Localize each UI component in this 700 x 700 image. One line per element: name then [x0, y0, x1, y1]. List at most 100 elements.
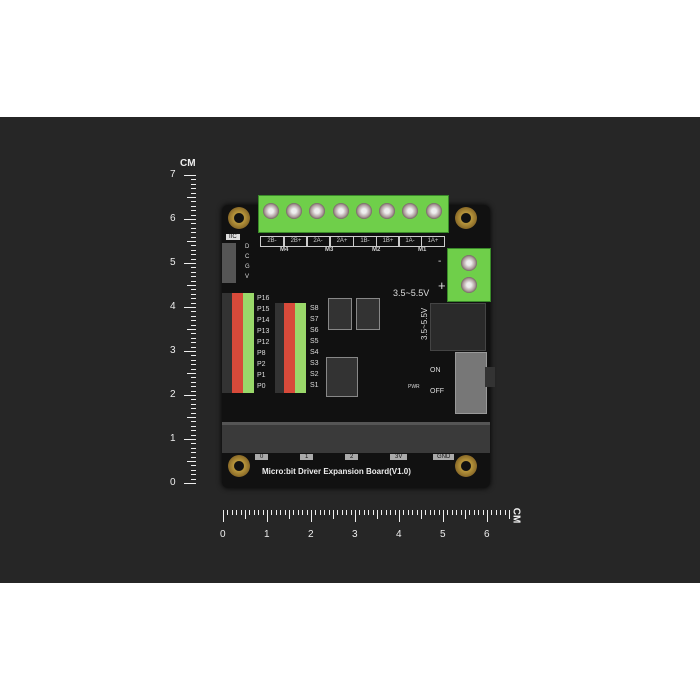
ruler-tick — [191, 276, 196, 278]
ruler-tick — [191, 320, 196, 322]
ruler-tick — [478, 510, 480, 515]
vertical-ruler-label: 3 — [170, 345, 176, 356]
ruler-tick — [191, 179, 196, 181]
terminal-label: 2B+ — [284, 236, 308, 247]
motor-label: M2 — [372, 247, 381, 253]
ruler-tick — [191, 324, 196, 326]
voltage-label-vertical: 3.5~5.5V — [420, 307, 429, 340]
ruler-tick — [425, 510, 427, 515]
ruler-tick — [456, 510, 458, 515]
ruler-tick — [394, 510, 396, 515]
signal-header — [243, 293, 254, 393]
horizontal-ruler-label: 4 — [396, 529, 402, 540]
ruler-tick — [191, 342, 196, 344]
ruler-tick — [443, 510, 444, 522]
pwr-label: PWR — [408, 384, 420, 390]
ruler-tick — [346, 510, 348, 515]
mounting-hole — [455, 207, 477, 229]
horizontal-ruler-label: 1 — [264, 529, 270, 540]
ruler-tick — [249, 510, 251, 515]
ruler-tick — [337, 510, 339, 515]
ruler-tick — [187, 285, 196, 286]
ruler-tick — [191, 236, 196, 238]
iic-label: IIC — [226, 234, 240, 240]
ruler-tick — [191, 188, 196, 190]
edge-label: 0 — [255, 454, 269, 460]
switch-on-label: ON — [430, 367, 441, 374]
horizontal-ruler-unit: CM — [510, 507, 522, 524]
ruler-tick — [403, 510, 405, 515]
horizontal-ruler-label: 3 — [352, 529, 358, 540]
ruler-tick — [293, 510, 295, 515]
ruler-tick — [191, 399, 196, 401]
ruler-tick — [191, 205, 196, 207]
ruler-tick — [191, 456, 196, 458]
ruler-tick — [184, 351, 196, 352]
ruler-tick — [469, 510, 471, 515]
ruler-tick — [191, 412, 196, 414]
ruler-tick — [240, 510, 242, 515]
ruler-tick — [328, 510, 330, 515]
ruler-tick — [191, 249, 196, 251]
horizontal-ruler-label: 5 — [440, 529, 446, 540]
ruler-tick — [372, 510, 374, 515]
ruler-tick — [191, 280, 196, 282]
vertical-ruler-label: 0 — [170, 477, 176, 488]
ruler-tick — [253, 510, 255, 515]
ruler-tick — [191, 333, 196, 335]
ruler-tick — [368, 510, 370, 515]
ruler-tick — [473, 510, 475, 515]
ruler-tick — [363, 510, 365, 515]
motor-label: M3 — [325, 247, 334, 253]
ruler-tick — [191, 245, 196, 247]
servo-gnd-header — [275, 303, 284, 393]
ruler-tick — [262, 510, 264, 515]
ruler-tick — [191, 390, 196, 392]
ruler-tick — [306, 510, 308, 515]
ruler-tick — [187, 197, 196, 198]
ruler-tick — [333, 510, 334, 519]
ruler-tick — [315, 510, 317, 515]
dc-jack — [430, 303, 486, 351]
ruler-tick — [191, 421, 196, 423]
ruler-tick — [359, 510, 361, 515]
horizontal-ruler-label: 0 — [220, 529, 226, 540]
ruler-tick — [284, 510, 286, 515]
ruler-tick — [191, 192, 196, 194]
ruler-tick — [191, 183, 196, 185]
ruler-tick — [191, 474, 196, 476]
ruler-tick — [191, 315, 196, 317]
ruler-tick — [267, 510, 268, 522]
board-title: Micro:bit Driver Expansion Board(V1.0) — [262, 467, 411, 476]
ruler-tick — [187, 417, 196, 418]
ruler-tick — [191, 469, 196, 471]
minus-label: - — [438, 256, 442, 267]
ruler-tick — [355, 510, 356, 522]
ruler-tick — [184, 175, 196, 176]
ruler-tick — [227, 510, 229, 515]
ruler-tick — [191, 359, 196, 361]
terminal-label: 2A- — [306, 236, 330, 247]
servo-vcc-header — [284, 303, 295, 393]
ruler-tick — [399, 510, 400, 522]
ruler-tick — [191, 381, 196, 383]
ruler-tick — [275, 510, 277, 515]
switch-lever — [485, 367, 495, 387]
vertical-ruler-label: 1 — [170, 433, 176, 444]
ruler-tick — [191, 298, 196, 300]
vertical-ruler-label: 4 — [170, 301, 176, 312]
ruler-tick — [191, 447, 196, 449]
ruler-tick — [191, 311, 196, 313]
ruler-tick — [191, 289, 196, 291]
ruler-tick — [447, 510, 449, 515]
ruler-tick — [297, 510, 299, 515]
ruler-tick — [191, 430, 196, 432]
ruler-tick — [191, 293, 196, 295]
ruler-tick — [231, 510, 233, 515]
terminal-label: 1A- — [398, 236, 422, 247]
ruler-tick — [341, 510, 343, 515]
ruler-tick — [191, 302, 196, 304]
plus-label: + — [438, 278, 446, 293]
ruler-tick — [390, 510, 392, 515]
